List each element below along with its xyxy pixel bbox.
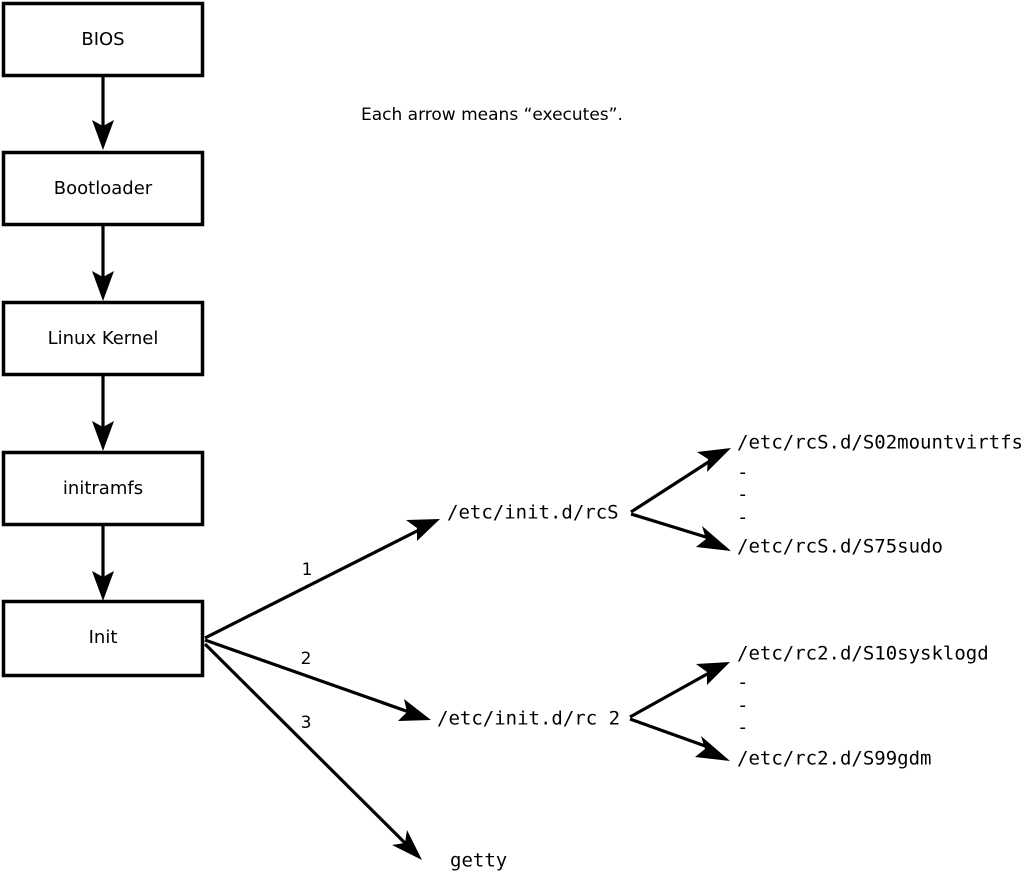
arrow-rcs-to-last-script: [630, 512, 731, 551]
branch-number-1: 1: [302, 560, 313, 580]
label-rcs-first-script: /etc/rcS.d/S02mountvirtfs: [737, 432, 1023, 454]
node-bios-label: BIOS: [81, 29, 124, 50]
arrow-rc2-to-last-script: [629, 717, 730, 761]
label-rc2-first-script: /etc/rc2.d/S10sysklogd: [737, 643, 989, 665]
node-bootloader[interactable]: Bootloader: [1, 150, 205, 227]
node-init[interactable]: Init: [1, 599, 205, 678]
arrow-kernel-to-initramfs: [92, 375, 114, 451]
rc2-ellipsis-dash-1: -: [737, 672, 748, 694]
node-bios-shape: [1, 1, 205, 78]
arrow-rcs-to-first-script: [630, 448, 731, 514]
label-rcs: /etc/init.d/rcS: [447, 502, 619, 524]
rc2-ellipsis-dash-2: -: [737, 695, 748, 717]
arrow-initramfs-to-init: [92, 525, 114, 601]
node-initramfs[interactable]: initramfs: [1, 450, 205, 527]
rc2-ellipsis-dash-3: -: [737, 717, 748, 739]
label-rc2-last-script: /etc/rc2.d/S99gdm: [737, 748, 931, 770]
node-linux-kernel[interactable]: Linux Kernel: [1, 300, 205, 377]
node-linux-kernel-label: Linux Kernel: [48, 328, 159, 349]
node-init-label: Init: [89, 627, 118, 648]
legend-note: Each arrow means “executes”.: [361, 105, 623, 125]
rcs-ellipsis-dash-1: -: [737, 462, 748, 484]
label-getty: getty: [450, 850, 507, 872]
arrow-bootloader-to-kernel: [92, 225, 114, 301]
arrow-rc2-to-first-script: [629, 662, 730, 719]
node-bootloader-label: Bootloader: [54, 178, 153, 199]
rcs-ellipsis-dash-3: -: [737, 507, 748, 529]
node-linux-kernel-shape: [1, 300, 205, 377]
label-rc2: /etc/init.d/rc 2: [437, 708, 620, 730]
arrow-init-to-rc2: [204, 638, 431, 721]
rcs-ellipsis-dash-2: -: [737, 484, 748, 506]
node-bootloader-shape: [1, 150, 205, 227]
node-init-shape: [1, 599, 205, 678]
node-initramfs-label: initramfs: [63, 478, 143, 499]
arrow-bios-to-bootloader: [92, 76, 114, 150]
arrow-init-to-getty: [203, 642, 422, 860]
node-initramfs-shape: [1, 450, 205, 527]
branch-number-2: 2: [301, 649, 312, 669]
label-rcs-last-script: /etc/rcS.d/S75sudo: [737, 536, 943, 558]
branch-number-3: 3: [301, 713, 312, 733]
arrow-init-to-rcs: [204, 519, 440, 640]
node-bios[interactable]: BIOS: [1, 1, 205, 78]
